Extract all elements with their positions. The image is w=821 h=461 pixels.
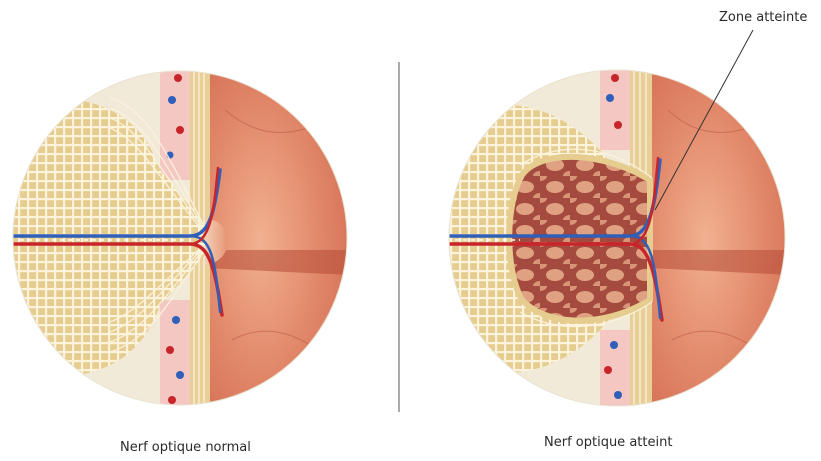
normal-optic-nerve-illustration (0, 60, 365, 420)
left-caption: Nerf optique normal (120, 440, 251, 455)
callout-label: Zone atteinte (719, 10, 807, 25)
right-caption: Nerf optique atteint (544, 435, 672, 450)
damaged-optic-nerve-illustration (440, 60, 810, 420)
